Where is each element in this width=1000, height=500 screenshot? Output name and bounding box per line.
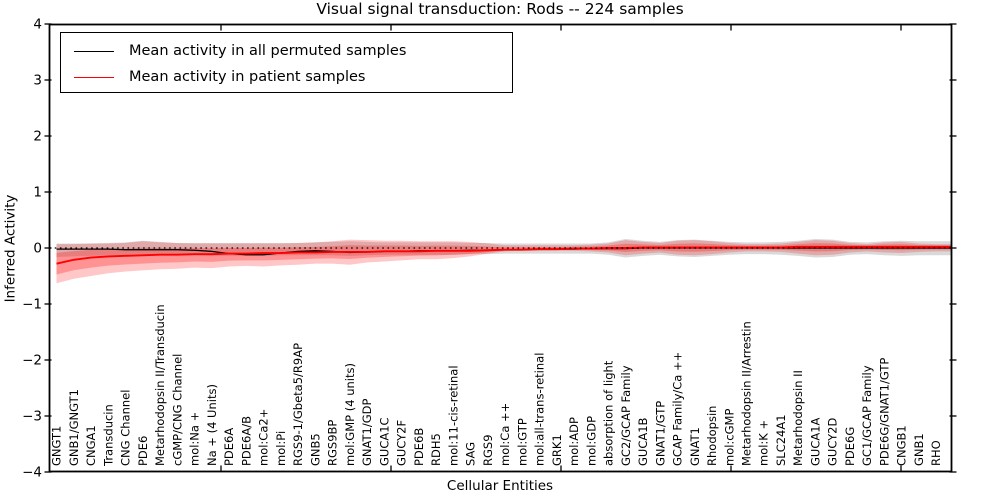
x-category-label: PDE6 (136, 436, 150, 466)
y-tick-label: 2 (33, 129, 42, 145)
x-category-label: PDE6B (412, 428, 426, 466)
x-category-label: PDE6A (222, 428, 236, 466)
patient-band-inner (56, 243, 952, 275)
x-category-label: GNAT1/GTP (653, 401, 667, 466)
x-category-label: mol:all-trans-retinal (533, 353, 547, 466)
y-axis-label: Inferred Activity (2, 194, 19, 303)
x-category-label: CNGA1 (84, 425, 98, 466)
y-tick-label: −1 (22, 297, 42, 313)
x-category-label: GUCA1B (636, 417, 650, 466)
legend: Mean activity in all permuted samples Me… (60, 32, 513, 93)
x-category-label: Rhodopsin (705, 406, 719, 466)
y-tick-label: 0 (33, 241, 42, 257)
x-category-label: absorption of light (602, 360, 616, 466)
x-category-label: mol:Pi (274, 431, 288, 466)
x-category-label: mol:K + (757, 420, 771, 466)
x-category-label: PDE6G (843, 427, 857, 466)
x-category-label: mol:11-cis-retinal (446, 365, 460, 466)
x-category-label: Metarhodopsin II (791, 370, 805, 466)
x-category-label: GNB1/GNGT1 (67, 389, 81, 466)
x-category-label: GNB5 (308, 433, 322, 466)
legend-label: Mean activity in patient samples (129, 69, 366, 85)
patient-mean-line (56, 245, 952, 265)
x-category-label: GNGT1 (50, 426, 64, 466)
y-tick-label: −3 (22, 409, 42, 425)
patient-line-sample-icon (74, 76, 114, 78)
y-tick-label: 3 (33, 73, 42, 89)
y-tick-label: 1 (33, 185, 42, 201)
x-category-label: mol:GMP (4 units) (343, 363, 357, 466)
x-axis-label: Cellular Entities (446, 478, 554, 494)
x-category-label: GUCY2F (395, 420, 409, 466)
x-category-label: mol:GTP (515, 418, 529, 466)
x-category-label: GNB1 (912, 433, 926, 466)
x-category-label: GNAT1/GDP (360, 399, 374, 466)
y-tick-label: −4 (22, 465, 42, 481)
x-category-label: PDE6G/GNAT1/GTP (877, 358, 891, 466)
x-category-label: mol:ADP (567, 417, 581, 466)
x-category-label: PDE6A/B (239, 416, 253, 466)
x-category-label: GUCA1A (808, 417, 822, 466)
permuted-line-sample-icon (74, 50, 114, 52)
chart-title: Visual signal transduction: Rods -- 224 … (316, 0, 684, 18)
legend-label: Mean activity in all permuted samples (129, 43, 407, 59)
x-category-label: mol:cGMP (722, 409, 736, 466)
x-category-label: mol:Ca2+ (257, 409, 271, 466)
x-category-label: RDH5 (429, 433, 443, 466)
x-category-label: RGS9-1/Gbeta5/R9AP (291, 343, 305, 466)
patient-band-outer (56, 239, 952, 284)
x-category-label: RGS9BP (326, 420, 340, 466)
x-category-label: GNAT1 (688, 427, 702, 466)
x-category-label: mol:GDP (584, 416, 598, 466)
x-category-label: GC2/GCAP Family (619, 365, 633, 466)
x-category-label: CNGB1 (895, 425, 909, 466)
legend-entry-patient: Mean activity in patient samples (61, 64, 512, 90)
x-category-label: GRK1 (550, 434, 564, 466)
x-category-label: Metarhodopsin II/Transducin (153, 304, 167, 466)
x-category-label: GUCY2D (826, 418, 840, 466)
x-category-label: GUCA1C (377, 417, 391, 466)
y-tick-label: −2 (22, 353, 42, 369)
y-tick-label: 4 (33, 17, 42, 33)
x-category-label: SLC24A1 (774, 414, 788, 466)
x-category-label: mol:Ca ++ (498, 403, 512, 466)
x-category-label: RHO (929, 440, 943, 466)
x-category-label: Na + (4 Units) (205, 384, 219, 466)
x-category-label: cGMP/CNG Channel (170, 354, 184, 466)
x-category-label: SAG (464, 442, 478, 466)
x-category-label: RGS9 (481, 434, 495, 466)
legend-entry-permuted: Mean activity in all permuted samples (61, 38, 512, 64)
x-category-label: mol:Na + (188, 412, 202, 466)
x-category-label: GCAP Family/Ca ++ (671, 352, 685, 466)
x-category-label: GC1/GCAP Family (860, 365, 874, 466)
x-category-label: Metarhodopsin II/Arrestin (740, 321, 754, 466)
x-category-label: Transducin (101, 404, 115, 467)
x-category-label: CNG Channel (119, 390, 133, 466)
